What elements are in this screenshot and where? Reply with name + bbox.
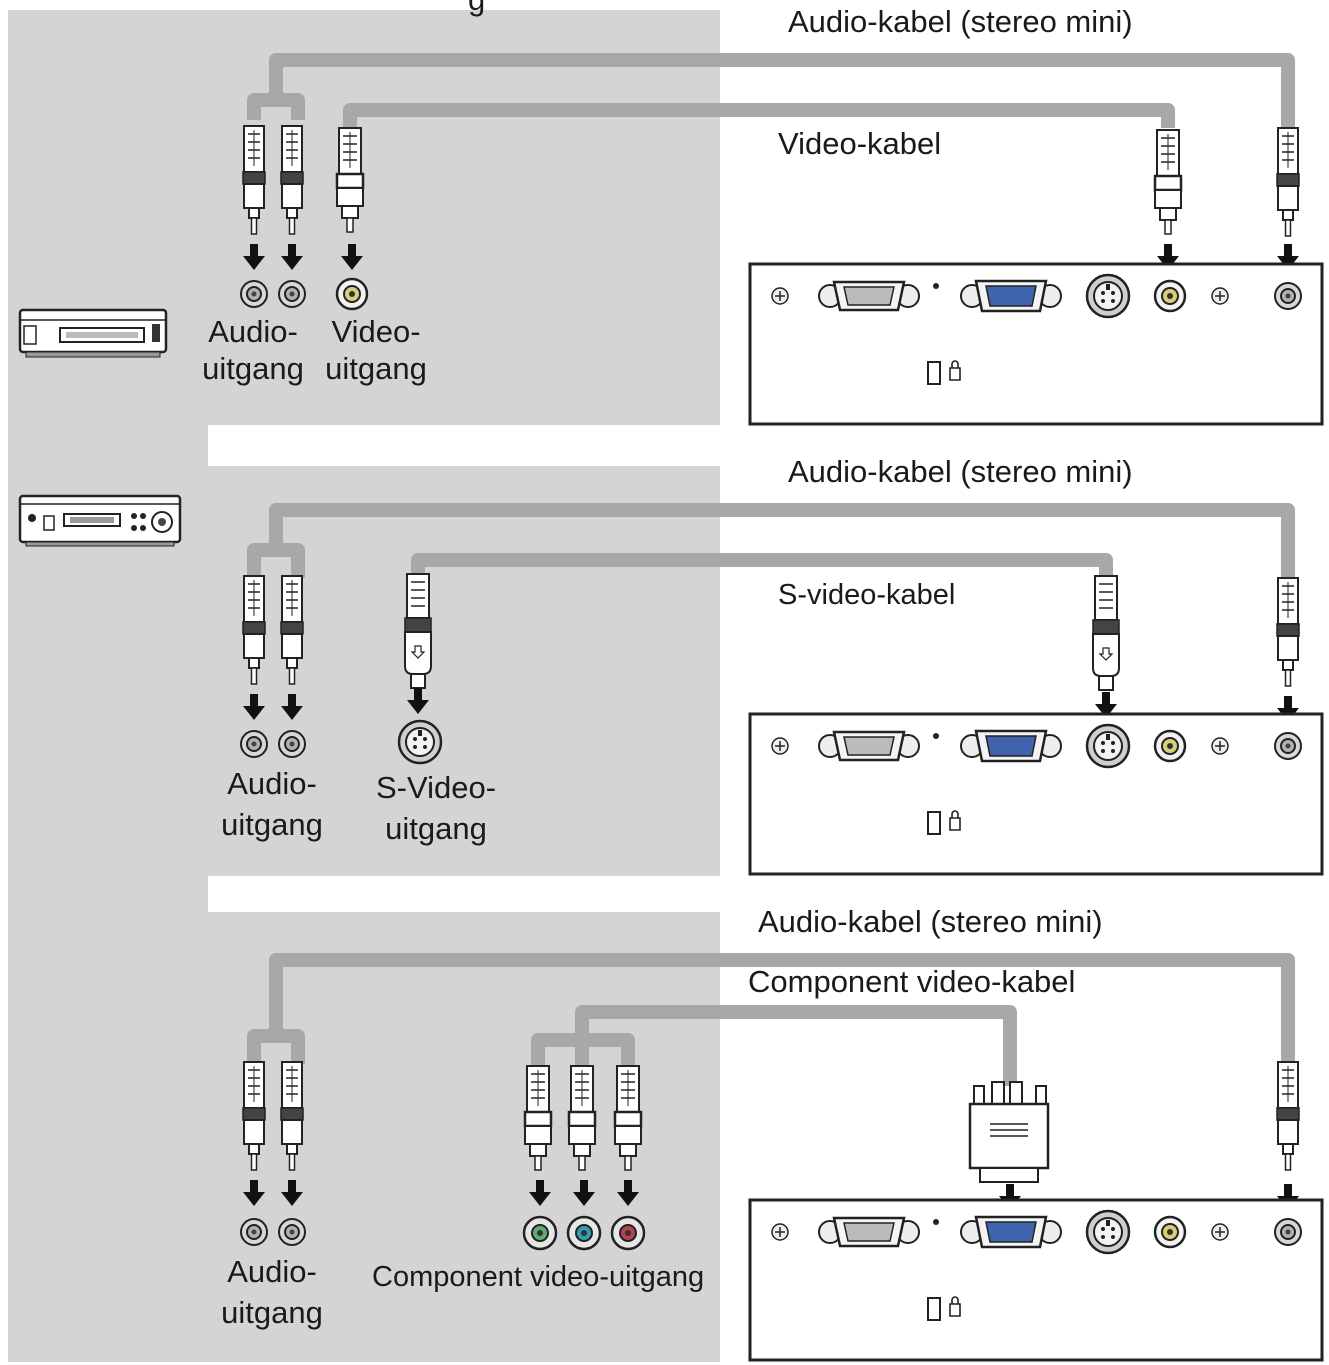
- audio-jack-icon: [278, 1218, 306, 1246]
- audio-output-label: Audio-uitgang: [202, 314, 304, 386]
- audio-jack-icon: [240, 280, 268, 308]
- audio-cable-label: Audio-kabel (stereo mini): [788, 4, 1133, 39]
- camcorder-icon: [18, 308, 168, 358]
- audio-jack-icon: [240, 730, 268, 758]
- component-cable-label: Component video-kabel: [748, 964, 1076, 999]
- audio-cable: [247, 953, 1295, 1064]
- section-component: [240, 953, 1322, 1360]
- video-jack-icon: [335, 277, 369, 311]
- audio-jack-icon: [240, 1218, 268, 1246]
- vga-plug-icon: [968, 1081, 1050, 1183]
- video-cable: [343, 103, 1175, 128]
- svideo-cable-label: S-video-kabel: [778, 579, 956, 611]
- component-jack-y-icon: [522, 1215, 558, 1251]
- audio-cable: [247, 503, 1295, 580]
- component-output-label: Component video-uitgang: [372, 1261, 705, 1293]
- svideo-jack-icon: [397, 719, 443, 765]
- audio-cable: [247, 53, 1295, 128]
- audio-cable-label: Audio-kabel (stereo mini): [758, 904, 1103, 939]
- audio-output-label: Audio-uitgang: [221, 766, 323, 842]
- section-video: [240, 53, 1322, 424]
- projector-icon: [750, 1200, 1322, 1360]
- video-output-label: Video-uitgang: [325, 314, 427, 386]
- component-jack-pb-icon: [566, 1215, 602, 1251]
- panel-dvd: [8, 912, 720, 1362]
- component-jack-pr-icon: [610, 1215, 646, 1251]
- audio-cable-label: Audio-kabel (stereo mini): [788, 454, 1133, 489]
- audio-jack-icon: [278, 280, 306, 308]
- vcr-icon: [18, 494, 182, 547]
- video-cable-label: Video-kabel: [778, 126, 942, 161]
- section-svideo: [240, 503, 1322, 874]
- svideo-output-label: S-Video-uitgang: [375, 770, 497, 846]
- projector-icon: [750, 714, 1322, 874]
- page-title-fragment: g: [468, 0, 485, 19]
- audio-output-label: Audio-uitgang: [221, 1254, 323, 1330]
- projector-icon: [750, 264, 1322, 424]
- audio-jack-icon: [278, 730, 306, 758]
- svideo-cable: [411, 553, 1113, 576]
- component-cable: [531, 1005, 1017, 1086]
